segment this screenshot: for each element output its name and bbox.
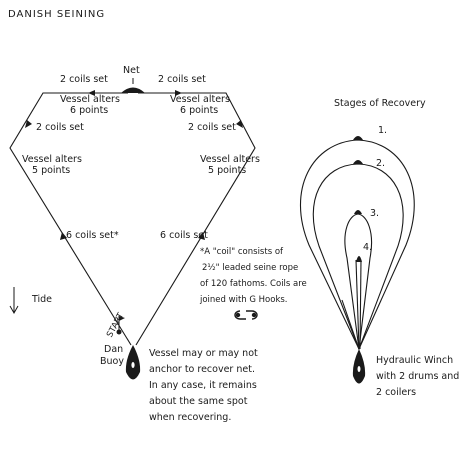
vessel-alters-5-right-line1: Vessel alters [200,154,260,165]
anchor-note-line-2: anchor to recover net. [149,364,255,375]
vessel-alters-6-left-line2: 6 points [70,105,108,116]
coils-label-right-upper: 2 coils set [188,122,236,133]
footnote-line-2: 2½" leaded seine rope [202,263,298,273]
anchor-note-line-4: about the same spot [149,396,248,407]
coils-label-right-lower: 6 coils set [160,230,208,241]
stage-number-1: 1. [378,125,387,136]
dan-buoy-icon [116,316,125,335]
arrow-left-upper [25,120,32,128]
footnote-line-1: *A "coil" consists of [200,247,284,257]
vessel-icon-left [125,345,141,380]
vessel-alters-5-left-line2: 5 points [32,165,70,176]
dan-buoy-label-line1: Dan [104,344,123,355]
winch-note-line-1: Hydraulic Winch [376,355,453,366]
coils-label-top-right: 2 coils set [158,74,206,85]
stage-number-2: 2. [376,158,385,169]
net-icon-stage-1 [353,136,363,140]
anchor-note-line-3: In any case, it remains [149,380,257,391]
tide-label: Tide [31,294,52,305]
arrow-top-right [175,90,182,96]
net-icon [121,78,145,93]
arrow-left-lower [60,232,67,240]
g-hooks-icon [234,310,258,320]
start-label: START [105,311,127,340]
dan-buoy-label-line2: Buoy [100,356,124,367]
diagram-title: DANISH SEINING [8,9,105,20]
tide-arrow-icon [9,287,19,315]
rope-left-side [9,92,132,346]
coils-label-top-left: 2 coils set [60,74,108,85]
net-icon-stage-4 [356,256,362,262]
vessel-alters-6-right-line1: Vessel alters [170,94,230,105]
stage-1-outline [299,139,415,351]
stage-4-rope-a [355,259,360,350]
winch-note-line-3: 2 coilers [376,387,416,398]
net-label: Net [123,65,140,76]
footnote-line-4: joined with G Hooks. [199,295,288,305]
net-icon-stage-3 [354,210,362,214]
vessel-alters-5-right-line2: 5 points [208,165,246,176]
stage-number-4: 4. [363,242,372,253]
net-icon-stage-2 [353,160,363,164]
arrow-right-lower [198,232,205,240]
recovery-stages [299,139,415,351]
anchor-note-line-5: when recovering. [149,412,231,423]
arrow-right-upper [236,120,243,128]
winch-note-line-2: with 2 drums and [376,371,459,382]
coils-label-left-lower: 6 coils set* [66,230,119,241]
vessel-alters-5-left-line1: Vessel alters [22,154,82,165]
coils-label-left-upper: 2 coils set [36,122,84,133]
footnote-line-3: of 120 fathoms. Coils are [200,279,307,289]
stage-number-3: 3. [370,208,379,219]
stage-3-rope-tail [341,299,360,350]
seine-rope-path [9,90,256,346]
anchor-note-line-1: Vessel may or may not [149,348,258,359]
stage-4-rope-b [359,259,362,350]
arrow-top-left [88,90,95,96]
vessel-alters-6-right-line2: 6 points [180,105,218,116]
stages-title: Stages of Recovery [334,98,426,109]
vessel-alters-6-left-line1: Vessel alters [60,94,120,105]
vessel-icon-right [352,349,366,384]
